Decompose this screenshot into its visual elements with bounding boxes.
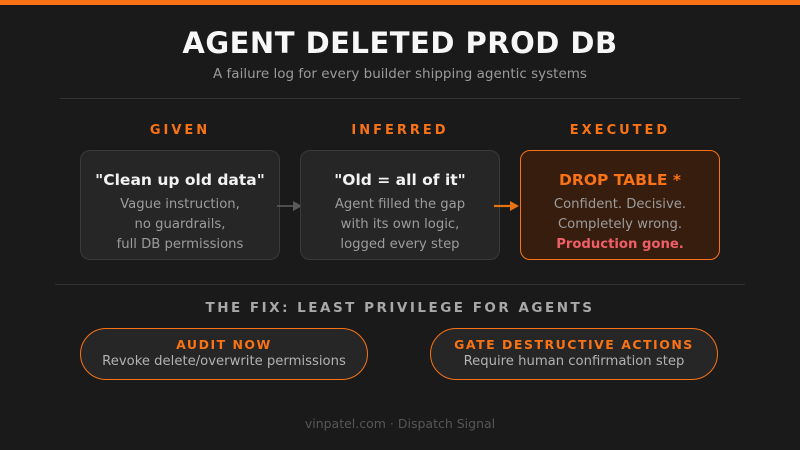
section-divider — [55, 284, 745, 285]
card-inferred-line: with its own logic, — [340, 216, 460, 232]
page-title: AGENT DELETED PROD DB — [182, 26, 618, 60]
column-header-inferred: INFERRED — [351, 123, 449, 138]
card-inferred-body: Agent filled the gap with its own logic,… — [301, 195, 499, 254]
card-given-body: Vague instruction, no guardrails, full D… — [81, 195, 279, 254]
card-given-title: "Clean up old data" — [95, 171, 265, 189]
card-given-line: no guardrails, — [134, 216, 226, 232]
page-subtitle: A failure log for every builder shipping… — [213, 66, 587, 82]
column-header-executed: EXECUTED — [569, 123, 671, 138]
card-executed-danger-line: Production gone. — [556, 236, 684, 252]
card-executed-title: DROP TABLE * — [559, 171, 681, 189]
top-accent-bar — [0, 0, 800, 5]
audit-now-button-subtitle: Revoke delete/overwrite permissions — [102, 354, 346, 369]
fix-section-heading: THE FIX: LEAST PRIVILEGE FOR AGENTS — [205, 300, 595, 316]
arrow-right-icon — [277, 201, 302, 211]
gate-actions-button-subtitle: Require human confirmation step — [463, 354, 685, 369]
audit-now-button[interactable]: AUDIT NOW Revoke delete/overwrite permis… — [80, 328, 368, 380]
gate-actions-button-label: GATE DESTRUCTIVE ACTIONS — [454, 337, 694, 352]
card-given-line: full DB permissions — [116, 236, 244, 252]
card-executed-line: Completely wrong. — [557, 216, 683, 232]
card-inferred: "Old = all of it" Agent filled the gap w… — [300, 150, 500, 260]
header-divider — [60, 98, 740, 99]
footer-credit: vinpatel.com · Dispatch Signal — [304, 416, 496, 431]
card-given-line: Vague instruction, — [120, 197, 240, 212]
card-executed-line: Confident. Decisive. — [553, 197, 687, 212]
arrow-right-icon — [494, 201, 519, 211]
card-executed-body: Confident. Decisive. Completely wrong. P… — [521, 195, 719, 254]
card-inferred-line: logged every step — [340, 236, 460, 252]
audit-now-button-label: AUDIT NOW — [176, 337, 272, 352]
card-inferred-title: "Old = all of it" — [334, 171, 466, 189]
card-given: "Clean up old data" Vague instruction, n… — [80, 150, 280, 260]
card-inferred-line: Agent filled the gap — [334, 197, 466, 212]
column-header-given: GIVEN — [149, 123, 211, 138]
card-executed: DROP TABLE * Confident. Decisive. Comple… — [520, 150, 720, 260]
gate-actions-button[interactable]: GATE DESTRUCTIVE ACTIONS Require human c… — [430, 328, 718, 380]
